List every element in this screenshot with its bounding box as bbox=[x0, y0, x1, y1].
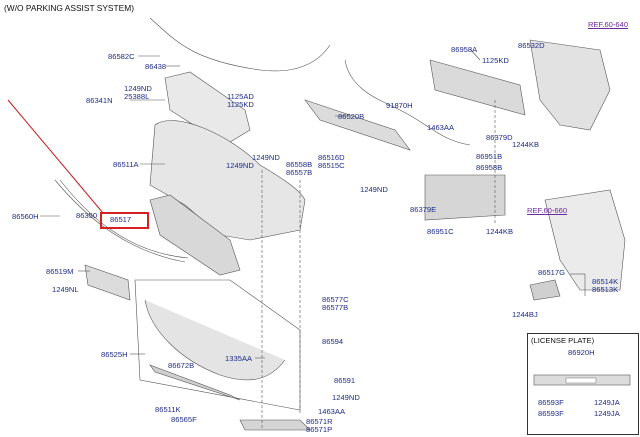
part-label[interactable]: 1244BJ bbox=[512, 310, 538, 319]
part-label[interactable]: 86951C bbox=[427, 227, 454, 236]
part-label[interactable]: 1335AA bbox=[225, 354, 253, 363]
part-label[interactable]: 86520B bbox=[338, 112, 365, 121]
part-label[interactable]: 86513K bbox=[592, 285, 619, 294]
part-label[interactable]: 86594 bbox=[322, 337, 344, 346]
part-label[interactable]: 1244KB bbox=[486, 227, 514, 236]
bracket bbox=[529, 279, 561, 301]
side-panel bbox=[84, 264, 131, 301]
ref-link-640[interactable]: REF.60-640 bbox=[588, 20, 629, 29]
part-label[interactable]: 86515C bbox=[318, 161, 345, 170]
part-label[interactable]: 86525H bbox=[101, 350, 128, 359]
part-label[interactable]: 86532D bbox=[518, 41, 545, 50]
part-label[interactable]: 1463AA bbox=[318, 407, 346, 416]
part-label[interactable]: 86591 bbox=[334, 376, 356, 385]
highlight-box bbox=[100, 212, 149, 229]
part-label[interactable]: 86514K bbox=[592, 277, 619, 286]
ref-link-660[interactable]: REF.60-660 bbox=[527, 206, 568, 215]
part-label[interactable]: 25388L bbox=[124, 92, 150, 101]
carrier-lower bbox=[424, 174, 506, 221]
part-label[interactable]: 86571R bbox=[306, 417, 333, 426]
license-plate-title: (LICENSE PLATE) bbox=[531, 336, 595, 345]
radiator-frame bbox=[529, 39, 611, 131]
part-label[interactable]: 86379D bbox=[486, 133, 513, 142]
part-label[interactable]: 86920H bbox=[568, 348, 595, 357]
part-label[interactable]: 86350 bbox=[76, 211, 98, 220]
part-label[interactable]: 1463AA bbox=[427, 123, 455, 132]
part-label[interactable]: 86558B bbox=[286, 160, 313, 169]
fender bbox=[544, 189, 626, 291]
part-label[interactable]: 86511K bbox=[155, 405, 181, 414]
skid-plate bbox=[149, 364, 241, 401]
part-label[interactable]: 1249ND bbox=[332, 393, 360, 402]
part-label[interactable]: 1249ND bbox=[226, 161, 254, 170]
part-label[interactable]: 86582C bbox=[108, 52, 135, 61]
part-label[interactable]: 86593F bbox=[538, 398, 564, 407]
part-label[interactable]: 86379E bbox=[410, 205, 437, 214]
part-label[interactable]: 86560H bbox=[12, 212, 39, 221]
part-label[interactable]: 86438 bbox=[145, 62, 167, 71]
part-label[interactable]: 1249JA bbox=[594, 398, 620, 407]
part-label[interactable]: 1125KD bbox=[227, 100, 254, 109]
part-label[interactable]: 1244KB bbox=[512, 140, 540, 149]
part-label[interactable]: 1125AD bbox=[227, 92, 254, 101]
lower-bumper bbox=[144, 299, 286, 381]
highlight-pointer bbox=[7, 99, 104, 214]
part-label[interactable]: 1249ND bbox=[360, 185, 388, 194]
lower-grille bbox=[149, 194, 241, 276]
part-label[interactable]: 1249ND bbox=[124, 84, 152, 93]
part-label[interactable]: 86517 bbox=[110, 215, 132, 224]
part-label[interactable]: 86519M bbox=[46, 267, 74, 276]
part-label[interactable]: 86571P bbox=[306, 425, 333, 434]
part-label[interactable]: 1249ND bbox=[252, 153, 280, 162]
part-label[interactable]: 86958B bbox=[476, 163, 503, 172]
part-label[interactable]: 86577C bbox=[322, 295, 349, 304]
part-label[interactable]: 1249JA bbox=[594, 409, 620, 418]
part-label[interactable]: 86577B bbox=[322, 303, 349, 312]
part-label[interactable]: 86958A bbox=[451, 45, 478, 54]
impact-beam bbox=[304, 99, 411, 151]
part-label[interactable]: 86341N bbox=[86, 96, 113, 105]
part-label[interactable]: 86593F bbox=[538, 409, 564, 418]
carrier-upper bbox=[429, 59, 526, 116]
part-label[interactable]: 1249NL bbox=[52, 285, 79, 294]
diagram-header: (W/O PARKING ASSIST SYSTEM) bbox=[4, 3, 134, 13]
part-label[interactable]: 91870H bbox=[386, 101, 413, 110]
part-label[interactable]: 86951B bbox=[476, 152, 503, 161]
part-label[interactable]: 86672B bbox=[168, 361, 195, 370]
license-plate-box bbox=[527, 333, 639, 435]
wiring-harness bbox=[344, 59, 471, 146]
part-label[interactable]: 86557B bbox=[286, 168, 313, 177]
part-label[interactable]: 86516D bbox=[318, 153, 345, 162]
upper-cover bbox=[164, 71, 251, 146]
part-label[interactable]: 1125KD bbox=[482, 56, 509, 65]
hood-outline bbox=[149, 17, 331, 72]
lower-trim bbox=[239, 419, 311, 431]
part-label[interactable]: 86517G bbox=[538, 268, 566, 277]
part-label[interactable]: 86511A bbox=[113, 160, 139, 169]
part-label[interactable]: 86565F bbox=[171, 415, 197, 424]
